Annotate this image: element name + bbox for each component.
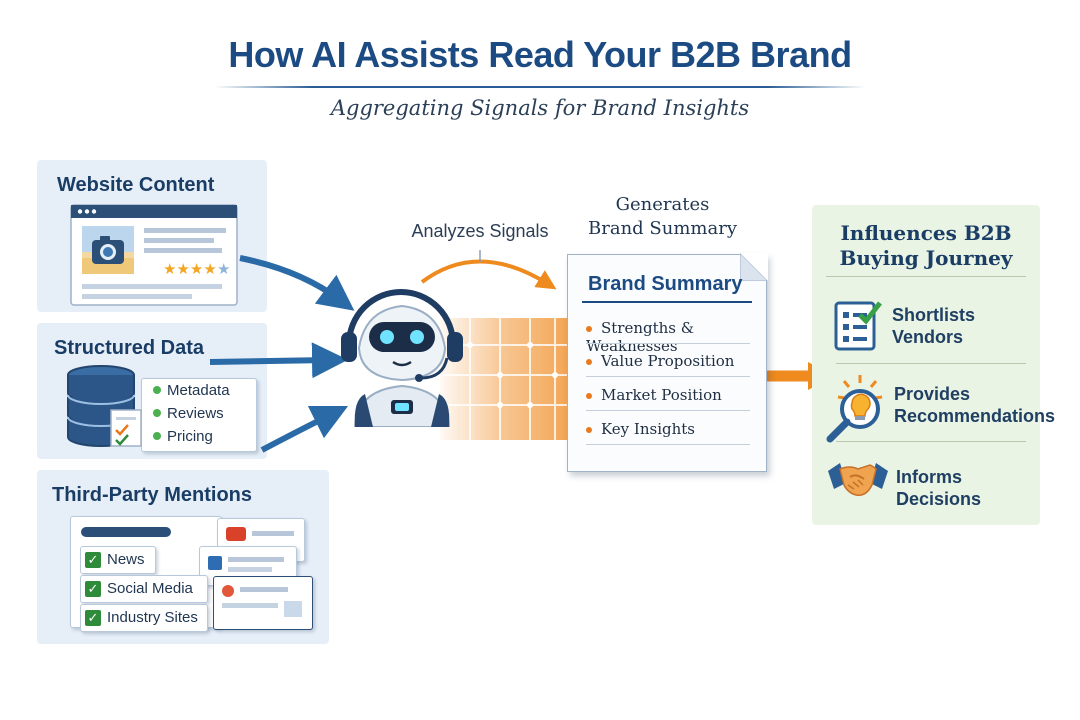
title-divider	[215, 86, 865, 88]
page-fold-icon	[740, 253, 768, 281]
green-check-icon: ✓	[85, 581, 101, 597]
outcome-item-decisions: Informs Decisions	[896, 466, 981, 510]
green-check-icon: ✓	[85, 552, 101, 568]
outcome-item-shortlists: Shortlists Vendors	[892, 304, 975, 348]
analyzes-signals-label: Analyzes Signals	[411, 221, 549, 241]
outcome-item-line2: Recommendations	[894, 406, 1056, 426]
list-item: ✓ Social Media	[80, 575, 208, 603]
generates-line2: Brand Summary	[588, 218, 737, 239]
page-title: How AI Assists Read Your B2B Brand	[228, 34, 852, 75]
page-subtitle: Aggregating Signals for Brand Insights	[330, 96, 750, 120]
buying-journey-panel: Influences B2B Buying Journey Shortlists…	[812, 205, 1055, 525]
structured-item-label: Reviews	[167, 405, 224, 422]
ai-robot-icon	[341, 289, 463, 427]
list-item: ✓ Industry Sites	[80, 604, 208, 632]
buying-journey-title-line2: Buying Journey	[839, 246, 1013, 270]
lightbulb-magnifier-icon	[826, 375, 883, 443]
website-browser-icon: ★★★★ ★	[70, 204, 238, 306]
third-party-title: Third-Party Mentions	[52, 484, 253, 506]
website-content-title: Website Content	[57, 174, 215, 196]
outcome-item-line2: Decisions	[896, 489, 982, 509]
orange-bullet-icon	[586, 359, 592, 365]
outcome-item-recommendations: Provides Recommendations	[894, 383, 1055, 427]
svg-text:★: ★	[217, 260, 230, 278]
outcome-item-line1: Informs	[896, 467, 963, 487]
summary-bullet-label: Market Position	[601, 386, 722, 404]
green-dot-icon	[153, 432, 161, 440]
handshake-icon	[828, 463, 888, 497]
structured-item-label: Metadata	[167, 382, 230, 399]
record-icon	[222, 585, 234, 597]
summary-bullet-label: Key Insights	[601, 420, 695, 438]
summary-bullet: Strengths & Weaknesses	[586, 319, 766, 355]
structured-data-title: Structured Data	[54, 337, 205, 359]
orange-bullet-icon	[586, 427, 592, 433]
brand-summary-document: Brand Summary Strengths & Weaknesses Val…	[567, 253, 768, 472]
green-dot-icon	[153, 409, 161, 417]
third-party-item-label: News	[107, 551, 145, 568]
third-party-item-label: Industry Sites	[107, 609, 198, 626]
structured-arrow	[209, 342, 348, 379]
outcome-item-line2: Vendors	[892, 327, 964, 347]
buying-journey-title: Influences B2B Buying Journey	[812, 221, 1040, 271]
brand-summary-title: Brand Summary	[588, 273, 743, 295]
structured-item-label: Pricing	[167, 428, 213, 445]
checklist-icon	[110, 409, 142, 447]
summary-bullet: Value Proposition	[586, 352, 734, 370]
website-arrow	[239, 255, 355, 311]
outcome-item-line1: Shortlists	[892, 305, 976, 325]
structured-data-panel: Structured Data Metadata Reviews Pricing	[37, 323, 267, 459]
summary-bullet: Market Position	[586, 386, 722, 404]
generates-line1: Generates	[615, 194, 710, 215]
checklist-icon	[834, 301, 882, 351]
orange-bullet-icon	[586, 393, 592, 399]
summary-bullet-label: Strengths & Weaknesses	[586, 319, 695, 355]
outcome-item-line1: Provides	[894, 384, 971, 404]
summary-bullet-label: Value Proposition	[601, 352, 735, 370]
buying-journey-title-line1: Influences B2B	[840, 221, 1012, 245]
third-party-arrow	[260, 405, 349, 453]
play-icon	[226, 527, 246, 541]
green-dot-icon	[153, 386, 161, 394]
website-content-panel: Website Content ★★★★ ★	[37, 160, 267, 312]
orange-bullet-icon	[586, 326, 592, 332]
summary-bullet: Key Insights	[586, 420, 695, 438]
third-party-panel: Third-Party Mentions ✓ News ✓ Social Med…	[37, 470, 329, 644]
generates-label: Generates Brand Summary	[575, 193, 750, 241]
green-check-icon: ✓	[85, 610, 101, 626]
social-icon	[208, 556, 222, 570]
list-item: ✓ News	[80, 546, 156, 574]
third-party-item-label: Social Media	[107, 580, 193, 597]
analyze-arrow	[420, 259, 557, 290]
article-window-card	[213, 576, 313, 630]
svg-text:★★★★: ★★★★	[163, 260, 217, 278]
